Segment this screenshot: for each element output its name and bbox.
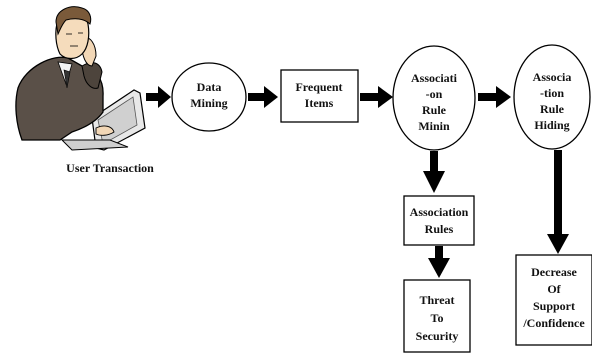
association-rules-line-1: Association <box>410 205 469 219</box>
node-association-rules: Association Rules <box>403 195 475 246</box>
association-rule-mining-line-1: Associati <box>411 71 458 85</box>
association-rule-hiding-line-1: Associa <box>533 70 572 84</box>
user-transaction-label: User Transaction <box>66 161 154 175</box>
decrease-of-support-line-3: Support <box>533 299 575 313</box>
association-rule-mining-line-2: -on <box>426 87 443 101</box>
association-rule-hiding-line-2: -tion <box>540 86 564 100</box>
arrow-rules-to-threat <box>428 246 450 278</box>
association-rule-mining-line-3: Rule <box>422 103 447 117</box>
decrease-of-support-line-1: Decrease <box>531 265 577 279</box>
threat-to-security-line-2: To <box>431 311 444 325</box>
data-mining-line-2: Mining <box>190 96 227 110</box>
threat-to-security-line-3: Security <box>416 329 459 343</box>
association-rule-hiding-line-3: Rule <box>540 102 565 116</box>
frequent-items-line-1: Frequent <box>295 80 342 94</box>
node-frequent-items: Frequent Items <box>280 69 359 123</box>
frequent-items-line-2: Items <box>305 96 334 110</box>
node-decrease-of-support: Decrease Of Support /Confidence <box>515 254 592 346</box>
arrow-frequent-items-to-association-rule-mining <box>360 86 393 108</box>
decrease-of-support-line-4: /Confidence <box>522 316 585 330</box>
association-rule-mining-line-4: Minin <box>418 119 450 133</box>
threat-to-security-line-1: Threat <box>419 293 454 307</box>
node-data-mining: Data Mining <box>171 62 247 132</box>
arrow-mining-to-hiding <box>478 86 511 108</box>
arrow-hiding-to-decrease <box>547 150 569 254</box>
data-mining-line-1: Data <box>197 80 222 94</box>
arrow-mining-to-association-rules <box>423 151 445 193</box>
association-rules-line-2: Rules <box>425 222 454 236</box>
node-threat-to-security: Threat To Security <box>403 279 471 353</box>
decrease-of-support-line-2: Of <box>547 282 561 296</box>
person-at-computer-icon <box>15 6 146 151</box>
node-association-rule-hiding: Associa -tion Rule Hiding <box>513 44 591 150</box>
association-rule-hiding-line-4: Hiding <box>534 118 569 132</box>
arrow-data-mining-to-frequent-items <box>248 86 278 108</box>
arrow-user-to-data-mining <box>146 86 171 108</box>
node-association-rule-mining: Associati -on Rule Minin <box>392 45 476 151</box>
